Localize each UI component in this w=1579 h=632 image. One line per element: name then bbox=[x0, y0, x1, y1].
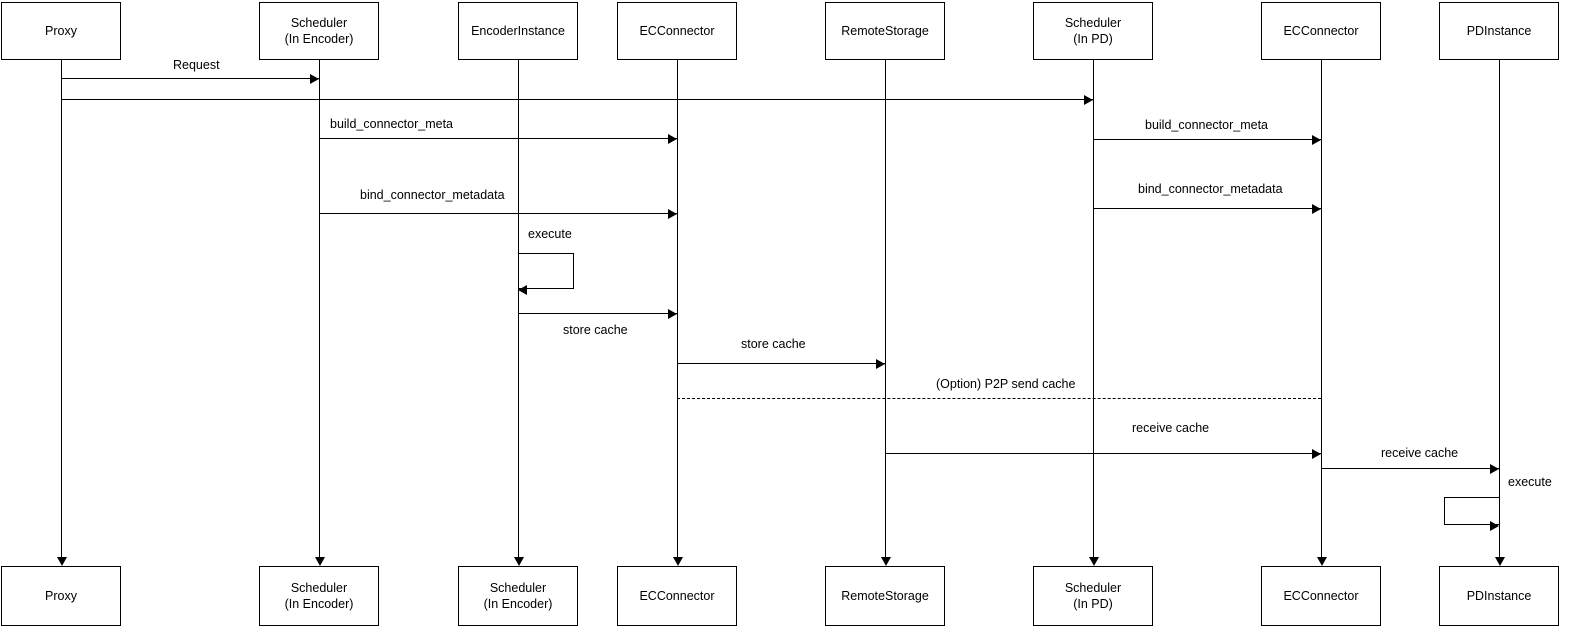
lifeline-end-arrow-icon-proxy bbox=[57, 557, 67, 566]
lifeline-end-arrow-icon-encoder_inst bbox=[514, 557, 524, 566]
message-line-m8 bbox=[677, 363, 885, 364]
message-line-m1 bbox=[61, 78, 319, 79]
bottom-participant-label-ecconnector_l: ECConnector bbox=[639, 589, 715, 603]
self-message-loop-s2 bbox=[1444, 497, 1499, 525]
lifeline-end-arrow-icon-ecconnector_l bbox=[673, 557, 683, 566]
bottom-participant-sublabel-encoder_inst: (In Encoder) bbox=[483, 597, 553, 611]
message-line-m9 bbox=[677, 398, 1321, 399]
self-message-arrowhead-icon-s1 bbox=[518, 285, 527, 295]
lifeline-encoder_inst bbox=[518, 60, 519, 557]
message-line-m4 bbox=[1093, 139, 1321, 140]
lifeline-pdinstance bbox=[1499, 60, 1500, 557]
message-arrowhead-icon-m11 bbox=[1490, 464, 1499, 474]
message-label-m8: store cache bbox=[741, 337, 806, 351]
self-message-arrowhead-icon-s2 bbox=[1490, 521, 1499, 531]
message-arrowhead-icon-m7 bbox=[668, 309, 677, 319]
top-participant-label-proxy: Proxy bbox=[45, 24, 77, 38]
bottom-participant-box-sched_pd[interactable]: Scheduler (In PD) bbox=[1033, 566, 1153, 626]
bottom-participant-sublabel-sched_encoder: (In Encoder) bbox=[284, 597, 354, 611]
bottom-participant-box-encoder_inst[interactable]: Scheduler (In Encoder) bbox=[458, 566, 578, 626]
bottom-participant-box-ecconnector_l[interactable]: ECConnector bbox=[617, 566, 737, 626]
lifeline-end-arrow-icon-sched_pd bbox=[1089, 557, 1099, 566]
self-message-label-s2: execute bbox=[1508, 475, 1552, 489]
bottom-participant-box-ecconnector_r[interactable]: ECConnector bbox=[1261, 566, 1381, 626]
message-arrowhead-icon-m2 bbox=[1084, 95, 1093, 105]
bottom-participant-label-encoder_inst: Scheduler bbox=[489, 581, 547, 595]
message-arrowhead-icon-m8 bbox=[876, 359, 885, 369]
lifeline-ecconnector_r bbox=[1321, 60, 1322, 557]
message-label-m9: (Option) P2P send cache bbox=[936, 377, 1076, 391]
message-line-m7 bbox=[518, 313, 677, 314]
message-label-m6: bind_connector_metadata bbox=[1138, 182, 1283, 196]
message-arrowhead-icon-m6 bbox=[1312, 204, 1321, 214]
bottom-participant-label-proxy: Proxy bbox=[45, 589, 77, 603]
message-arrowhead-icon-m3 bbox=[668, 134, 677, 144]
message-line-m10 bbox=[885, 453, 1321, 454]
bottom-participant-label-remotestorage: RemoteStorage bbox=[841, 589, 929, 603]
bottom-participant-label-sched_encoder: Scheduler bbox=[290, 581, 348, 595]
top-participant-label-sched_pd: Scheduler bbox=[1064, 16, 1122, 30]
message-label-m7: store cache bbox=[563, 323, 628, 337]
top-participant-box-remotestorage[interactable]: RemoteStorage bbox=[825, 2, 945, 60]
message-arrowhead-icon-m10 bbox=[1312, 449, 1321, 459]
message-label-m3: build_connector_meta bbox=[330, 117, 453, 131]
bottom-participant-box-pdinstance[interactable]: PDInstance bbox=[1439, 566, 1559, 626]
lifeline-end-arrow-icon-pdinstance bbox=[1495, 557, 1505, 566]
top-participant-label-pdinstance: PDInstance bbox=[1466, 24, 1532, 38]
message-label-m1: Request bbox=[173, 58, 220, 72]
top-participant-sublabel-sched_encoder: (In Encoder) bbox=[284, 32, 354, 46]
top-participant-box-ecconnector_l[interactable]: ECConnector bbox=[617, 2, 737, 60]
bottom-participant-label-sched_pd: Scheduler bbox=[1064, 581, 1122, 595]
top-participant-box-proxy[interactable]: Proxy bbox=[1, 2, 121, 60]
lifeline-end-arrow-icon-ecconnector_r bbox=[1317, 557, 1327, 566]
top-participant-box-sched_encoder[interactable]: Scheduler (In Encoder) bbox=[259, 2, 379, 60]
lifeline-sched_pd bbox=[1093, 60, 1094, 557]
message-line-m6 bbox=[1093, 208, 1321, 209]
message-label-m10: receive cache bbox=[1132, 421, 1210, 435]
message-arrowhead-icon-m5 bbox=[668, 209, 677, 219]
bottom-participant-label-ecconnector_r: ECConnector bbox=[1283, 589, 1359, 603]
lifeline-end-arrow-icon-remotestorage bbox=[881, 557, 891, 566]
message-line-m5 bbox=[319, 213, 677, 214]
bottom-participant-sublabel-sched_pd: (In PD) bbox=[1073, 597, 1113, 611]
bottom-participant-label-pdinstance: PDInstance bbox=[1466, 589, 1532, 603]
lifeline-proxy bbox=[61, 60, 62, 557]
top-participant-sublabel-sched_pd: (In PD) bbox=[1073, 32, 1113, 46]
lifeline-remotestorage bbox=[885, 60, 886, 557]
message-label-m5: bind_connector_metadata bbox=[360, 188, 505, 202]
lifeline-end-arrow-icon-sched_encoder bbox=[315, 557, 325, 566]
message-arrowhead-icon-m1 bbox=[310, 74, 319, 84]
lifeline-ecconnector_l bbox=[677, 60, 678, 557]
top-participant-box-ecconnector_r[interactable]: ECConnector bbox=[1261, 2, 1381, 60]
message-label-m4: build_connector_meta bbox=[1145, 118, 1268, 132]
bottom-participant-box-proxy[interactable]: Proxy bbox=[1, 566, 121, 626]
bottom-participant-box-remotestorage[interactable]: RemoteStorage bbox=[825, 566, 945, 626]
top-participant-label-ecconnector_l: ECConnector bbox=[639, 24, 715, 38]
message-line-m11 bbox=[1321, 468, 1499, 469]
message-label-m11: receive cache bbox=[1381, 446, 1459, 460]
top-participant-label-sched_encoder: Scheduler bbox=[290, 16, 348, 30]
top-participant-label-encoder_inst: EncoderInstance bbox=[471, 24, 565, 38]
message-line-m3 bbox=[319, 138, 677, 139]
self-message-label-s1: execute bbox=[528, 227, 572, 241]
top-participant-box-encoder_inst[interactable]: EncoderInstance bbox=[458, 2, 578, 60]
lifeline-sched_encoder bbox=[319, 60, 320, 557]
bottom-participant-box-sched_encoder[interactable]: Scheduler (In Encoder) bbox=[259, 566, 379, 626]
top-participant-label-ecconnector_r: ECConnector bbox=[1283, 24, 1359, 38]
message-arrowhead-icon-m4 bbox=[1312, 135, 1321, 145]
self-message-loop-s1 bbox=[518, 253, 574, 289]
top-participant-box-sched_pd[interactable]: Scheduler (In PD) bbox=[1033, 2, 1153, 60]
top-participant-box-pdinstance[interactable]: PDInstance bbox=[1439, 2, 1559, 60]
message-line-m2 bbox=[61, 99, 1093, 100]
top-participant-label-remotestorage: RemoteStorage bbox=[841, 24, 929, 38]
